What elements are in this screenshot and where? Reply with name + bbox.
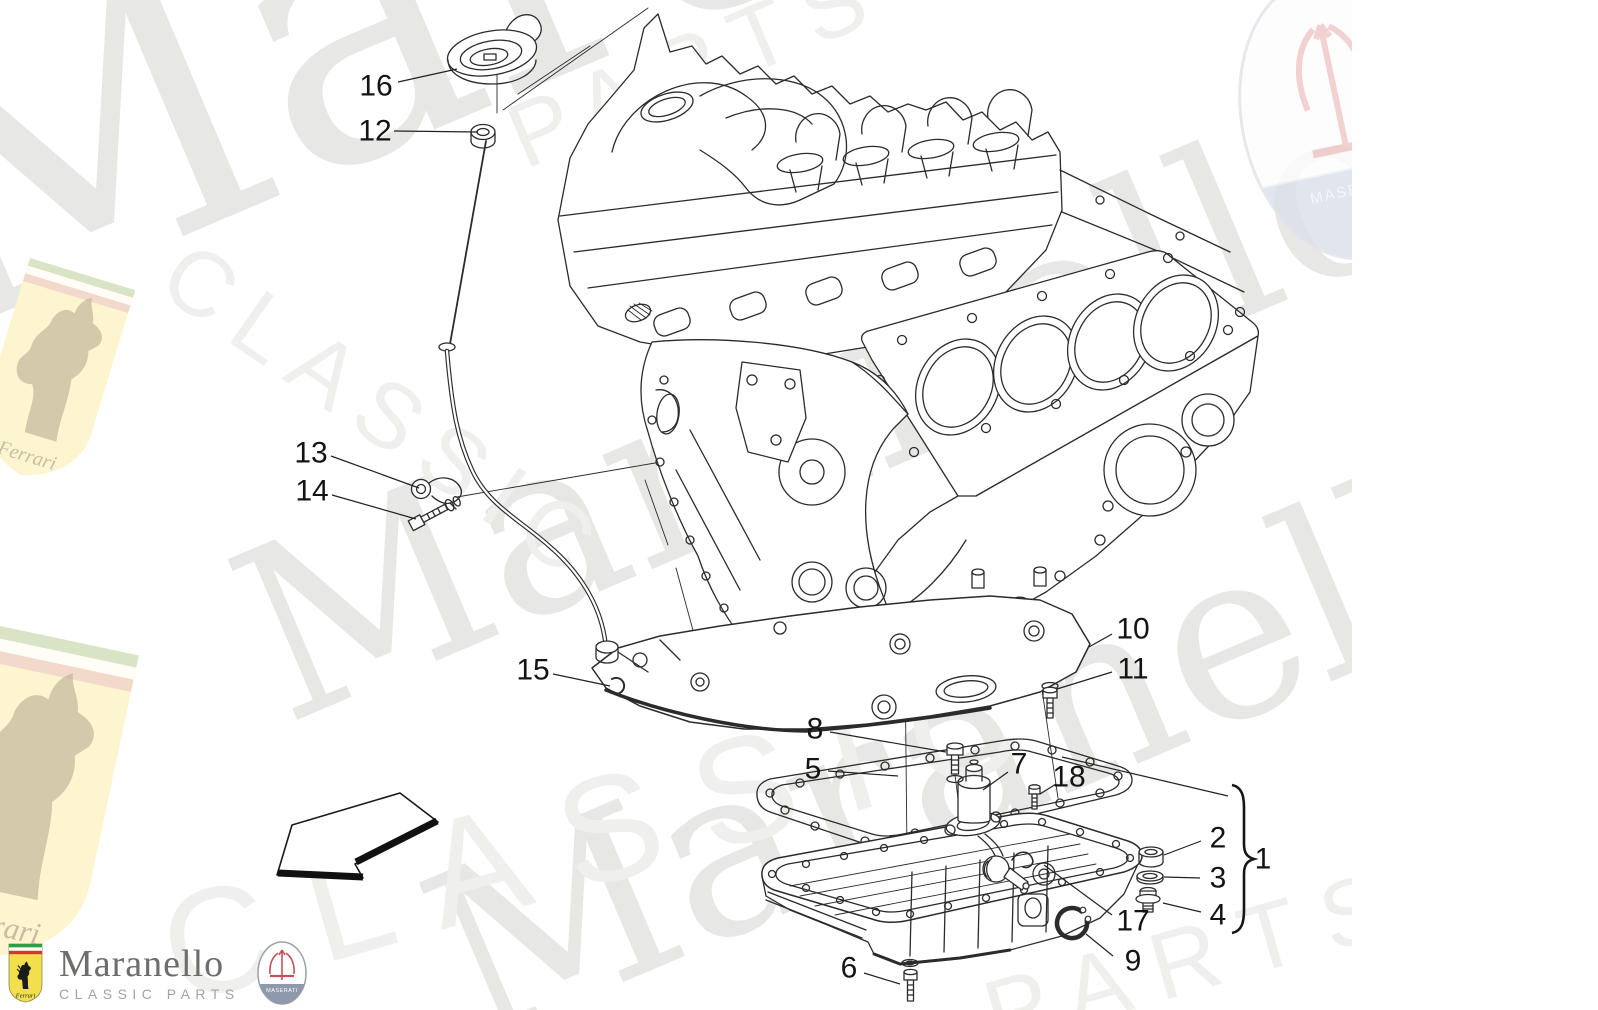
brand-subtitle: CLASSIC PARTS xyxy=(59,986,240,1002)
callout-leader-15 xyxy=(552,673,611,687)
bolt-14 xyxy=(407,496,461,532)
dipstick-assembly xyxy=(438,123,626,695)
callout-leader-3 xyxy=(1163,876,1201,879)
callout-leader-17 xyxy=(1043,864,1113,916)
callout-15: 15 xyxy=(516,654,549,687)
callout-5: 5 xyxy=(805,753,822,786)
cylinder-block-deck xyxy=(860,250,1260,500)
callout-18: 18 xyxy=(1052,761,1085,794)
callout-leader-7 xyxy=(982,771,1009,791)
maserati-oval-logo: MASERATI xyxy=(256,941,307,1005)
dipstick-clamp xyxy=(410,477,463,510)
callout-14: 14 xyxy=(295,475,328,508)
callout-11: 11 xyxy=(1117,653,1148,686)
callout-10: 10 xyxy=(1116,613,1149,646)
pan-front-ribs xyxy=(765,845,1049,957)
intake-ports xyxy=(653,131,1020,337)
callout-leader-13 xyxy=(330,455,420,489)
bolt-8 xyxy=(946,742,964,784)
ferrari-shield-logo: Ferrari xyxy=(8,943,43,1003)
callout-leader-10 xyxy=(1088,633,1113,648)
oil-level-sensor xyxy=(982,851,1034,891)
watermark-ferrari-shield-lower xyxy=(0,620,139,974)
oil-pickup xyxy=(944,759,1004,859)
hatched-boss xyxy=(624,302,653,323)
pan-flange-holes xyxy=(767,817,1135,919)
callout-16: 16 xyxy=(359,70,392,103)
watermark-maserati-trident: MASERATI xyxy=(1238,0,1352,260)
washer-3 xyxy=(1136,870,1164,885)
baffle-plate xyxy=(591,595,1091,733)
deck-bolt-holes xyxy=(874,252,1246,458)
direction-arrow xyxy=(276,792,439,881)
callout-leader-6 xyxy=(863,972,901,985)
callout-leader-18 xyxy=(1039,783,1057,795)
callout-12: 12 xyxy=(358,115,391,148)
callout-leader-5 xyxy=(827,770,899,777)
callout-7: 7 xyxy=(1011,748,1028,781)
callout-2: 2 xyxy=(1210,822,1227,855)
watermark-ferrari-shield-upper xyxy=(0,258,136,491)
callout-leader-12 xyxy=(393,130,479,133)
brand-footer: Ferrari Maranello CLASSIC PARTS MASERATI xyxy=(8,940,308,1006)
callout-4: 4 xyxy=(1210,899,1227,932)
o-ring-15 xyxy=(609,676,626,695)
callout-17: 17 xyxy=(1116,905,1149,938)
engine-drawing xyxy=(407,7,1260,1002)
callout-8: 8 xyxy=(807,713,824,746)
cylinder-head-top xyxy=(557,13,1245,359)
callout-9: 9 xyxy=(1125,945,1142,978)
callout-leader-11 xyxy=(1056,671,1113,690)
ferrari-shield-text: Ferrari xyxy=(15,993,36,1000)
oil-filler-cap xyxy=(446,14,542,85)
callout-leader-8 xyxy=(829,731,947,753)
crankcase-lower xyxy=(851,335,1259,651)
callout-leader-4 xyxy=(1162,902,1202,913)
callout-6: 6 xyxy=(841,952,858,985)
callout-1: 1 xyxy=(1255,843,1272,876)
callout-leader-14 xyxy=(331,494,417,520)
drain-plug-4 xyxy=(1135,886,1161,913)
maserati-oval-text: MASERATI xyxy=(266,988,298,994)
callout-13: 13 xyxy=(294,437,327,470)
callout-layer: 16 12 13 14 15 10 11 8 5 7 18 2 3 41 17 9 6 xyxy=(294,68,1272,985)
bolt-11 xyxy=(1041,681,1059,719)
callout-leader-9 xyxy=(1085,933,1114,957)
bolt-6 xyxy=(901,958,919,1002)
callout-leader-2 xyxy=(1163,840,1202,856)
callout-leader-16 xyxy=(397,68,458,83)
pan-interior-ribs xyxy=(789,833,1097,916)
filler-neck-hole xyxy=(640,91,694,123)
group-brace xyxy=(1231,783,1259,935)
oil-sump-pan xyxy=(761,812,1143,966)
brand-title: Maranello xyxy=(59,943,225,985)
callout-leader-1 xyxy=(1061,756,1229,797)
callout-3: 3 xyxy=(1210,862,1227,895)
snap-ring xyxy=(1054,905,1092,941)
page-margin xyxy=(1352,0,1598,1010)
seal-ring-2 xyxy=(1138,846,1164,868)
cylinder-bores xyxy=(914,274,1220,436)
bolt-18 xyxy=(1028,784,1041,810)
brand-wordmark: Maranello CLASSIC PARTS xyxy=(59,945,240,1001)
